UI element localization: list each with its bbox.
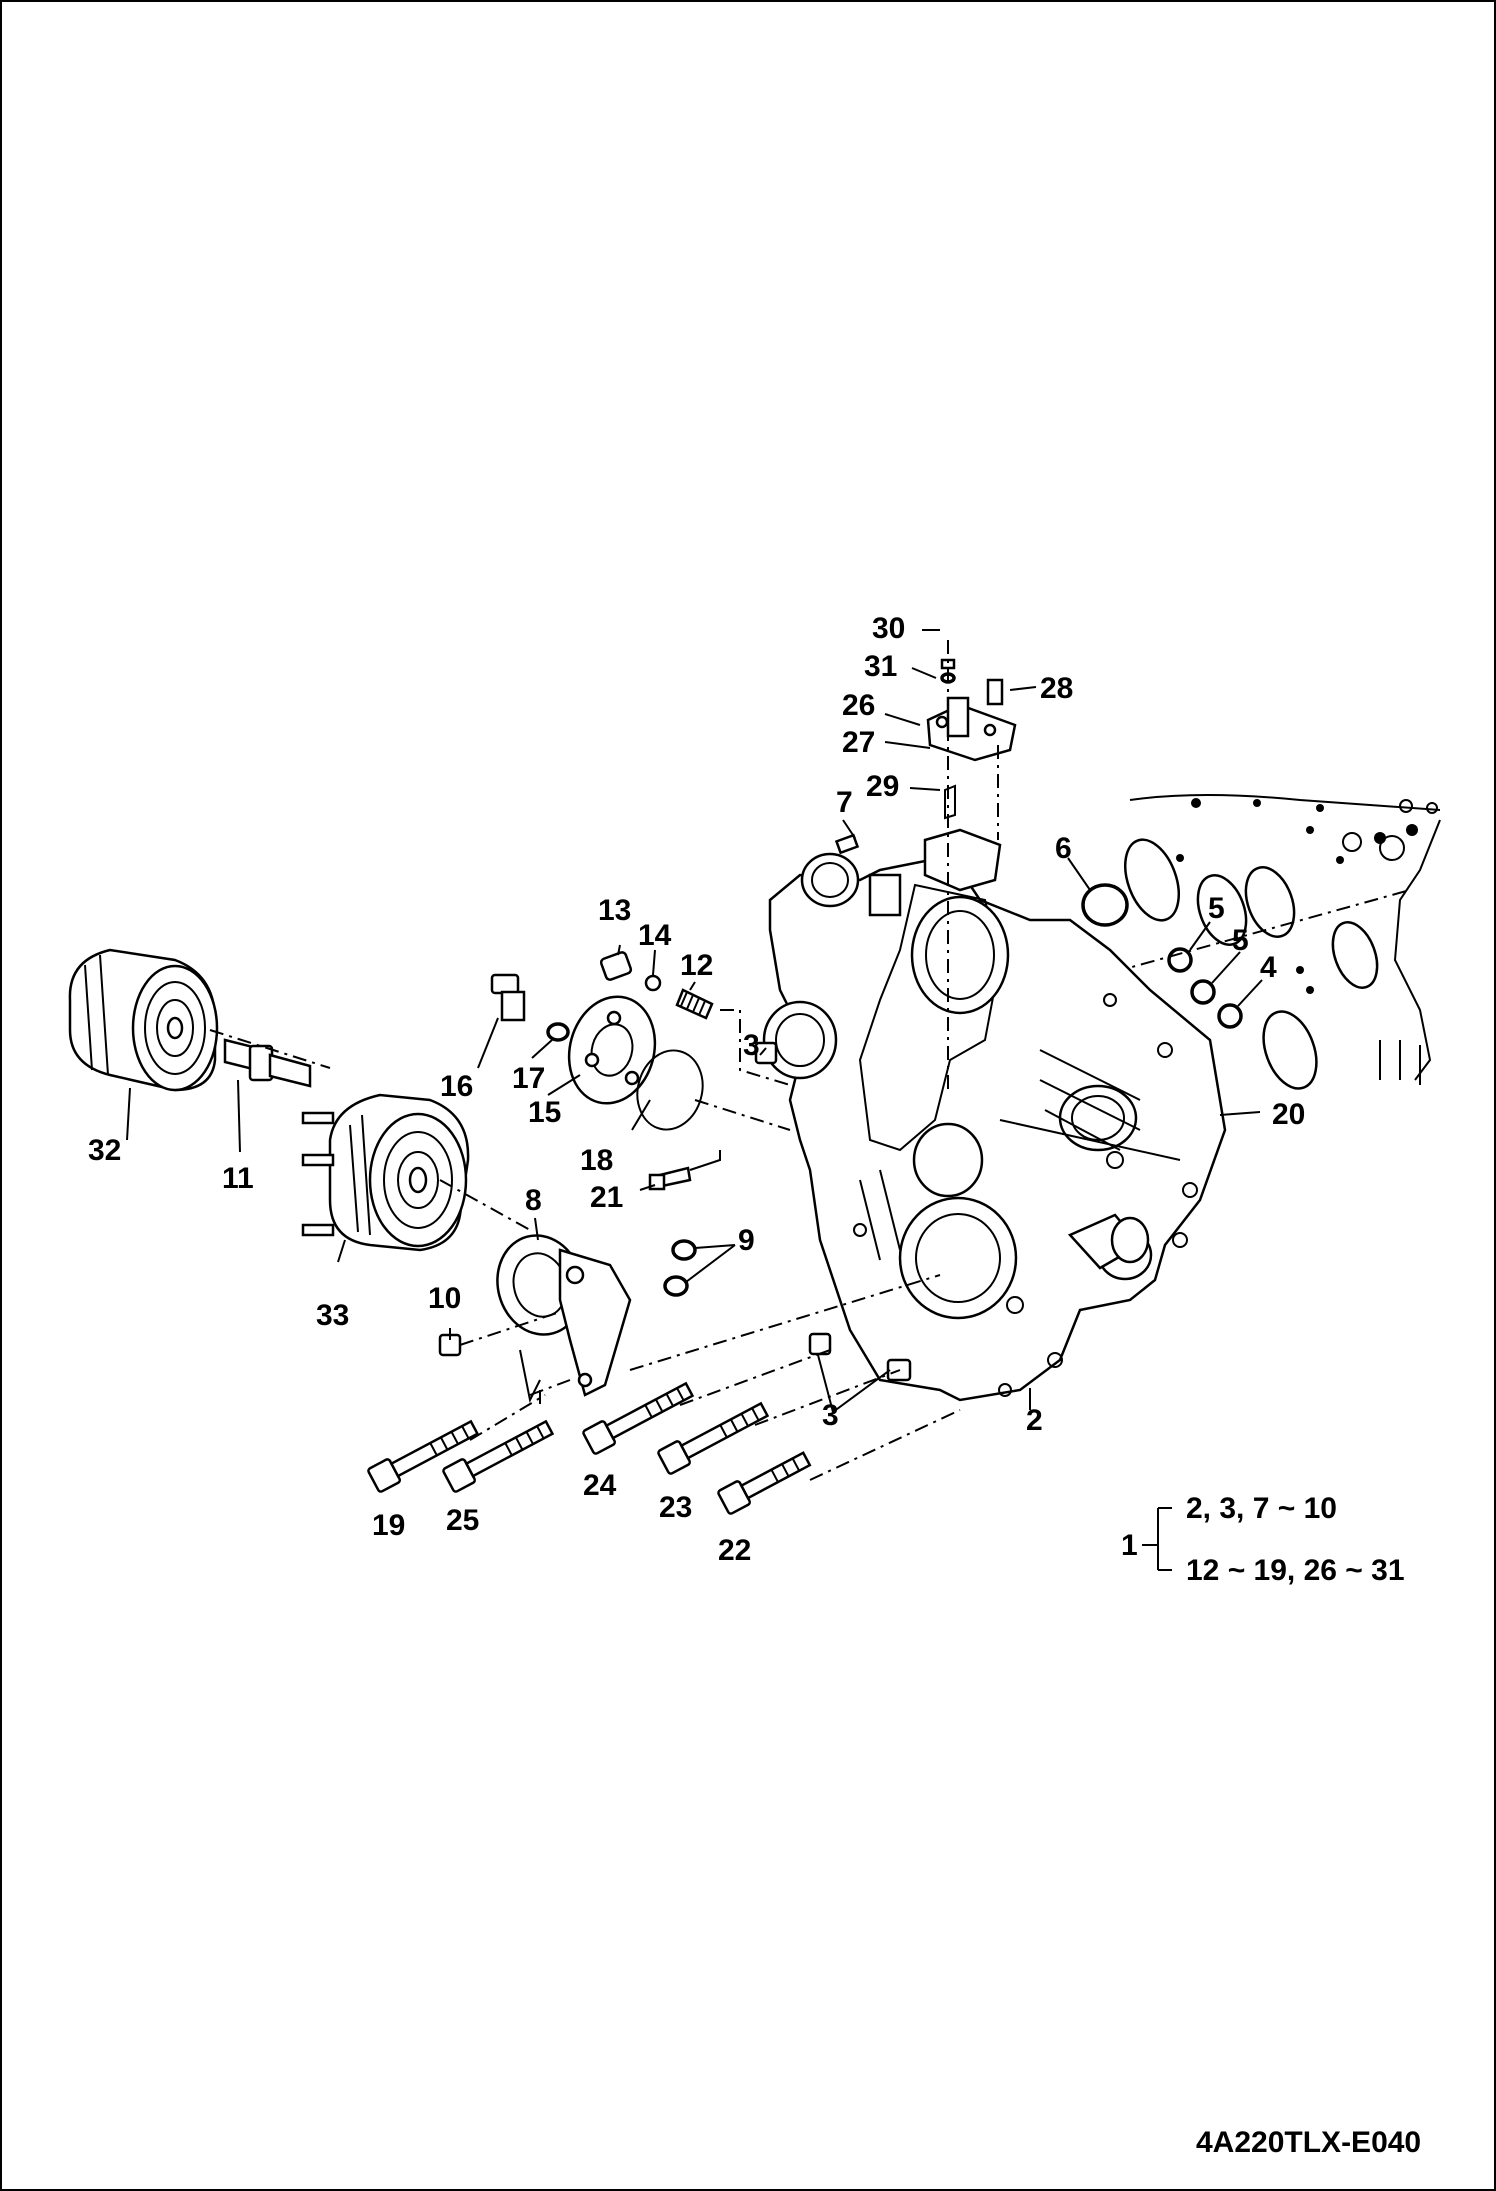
callout-3a: 3: [743, 1029, 760, 1062]
callout-7: 7: [836, 786, 853, 819]
callout-8: 8: [525, 1184, 542, 1217]
oil-cooler: [301, 1093, 531, 1252]
callout-3b: 3: [822, 1399, 839, 1432]
callout-25: 25: [446, 1504, 479, 1537]
o-ring-4: [1217, 1003, 1243, 1029]
callout-9: 9: [738, 1224, 755, 1257]
callout-27: 27: [842, 726, 875, 759]
filler-assembly: [834, 640, 1017, 1090]
callout-13: 13: [598, 894, 631, 927]
callout-21: 21: [590, 1181, 623, 1214]
o-ring-6: [1081, 883, 1129, 927]
o-ring-5a: [1167, 947, 1193, 973]
callout-31: 31: [864, 650, 897, 683]
long-bolts: [367, 1274, 961, 1515]
callout-4: 4: [1260, 951, 1277, 984]
callouts: 30 31 28 26 27 29 7 6 5 5 4 20 13 14 12 …: [88, 612, 1305, 1567]
callout-17: 17: [512, 1062, 545, 1095]
callout-30: 30: [872, 612, 905, 645]
nipple-fitting: [209, 1029, 331, 1088]
callout-5b: 5: [1232, 924, 1249, 957]
callout-29: 29: [866, 770, 899, 803]
callout-10: 10: [428, 1282, 461, 1315]
callout-16: 16: [440, 1070, 473, 1103]
legend-line-1: 2, 3, 7 ~ 10: [1186, 1492, 1337, 1525]
leader-lines: [126, 629, 1263, 1413]
callout-6: 6: [1055, 832, 1072, 865]
callout-11: 11: [222, 1162, 254, 1195]
callout-24: 24: [583, 1469, 617, 1502]
callout-19: 19: [372, 1509, 405, 1542]
callout-5a: 5: [1208, 892, 1225, 925]
pump-body: [496, 1234, 632, 1404]
callout-33: 33: [316, 1299, 349, 1332]
o-ring-5b: [1190, 979, 1216, 1005]
callout-28: 28: [1040, 672, 1073, 705]
assembly-legend: 1 2, 3, 7 ~ 10 12 ~ 19, 26 ~ 31: [1121, 1492, 1405, 1587]
callout-18: 18: [580, 1144, 613, 1177]
plug-3a: [754, 1041, 778, 1065]
oil-filter: [68, 948, 219, 1092]
o-ring-9b: [663, 1275, 689, 1297]
drawing-code: 4A220TLX-E040: [1196, 2126, 1421, 2159]
callout-12: 12: [680, 949, 713, 982]
callout-22: 22: [718, 1534, 751, 1567]
callout-32: 32: [88, 1134, 121, 1167]
callout-26: 26: [842, 689, 875, 722]
callout-23: 23: [659, 1491, 692, 1524]
callout-20: 20: [1272, 1098, 1305, 1131]
callout-14: 14: [638, 919, 672, 952]
legend-line-2: 12 ~ 19, 26 ~ 31: [1186, 1554, 1405, 1587]
outlet-pipe: [1067, 1213, 1150, 1270]
engine-block: [1084, 794, 1441, 1090]
legend-number: 1: [1121, 1529, 1138, 1562]
gear-case: [762, 852, 1227, 1402]
cooler-valve-parts: [490, 951, 791, 1191]
callout-2: 2: [1026, 1404, 1043, 1437]
o-ring-9a: [671, 1239, 697, 1261]
callout-15: 15: [528, 1096, 561, 1129]
